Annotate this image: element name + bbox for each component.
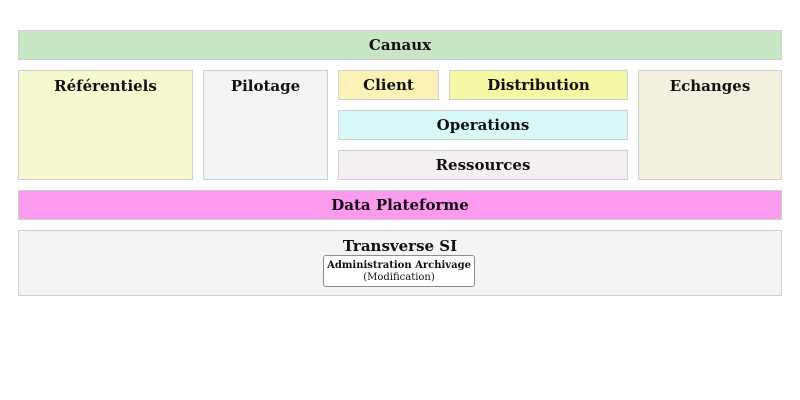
ressources-label: Ressources: [435, 156, 531, 174]
echanges-label: Echanges: [669, 77, 751, 95]
transverse-si-label: Transverse SI: [342, 237, 458, 255]
administration-archivage-note: (Modification): [363, 272, 435, 283]
operations-block: Operations: [338, 110, 628, 140]
referentiels-block: Référentiels: [18, 70, 193, 180]
canaux-block: Canaux: [18, 30, 782, 60]
operations-label: Operations: [436, 116, 530, 134]
echanges-block: Echanges: [638, 70, 782, 180]
canaux-label: Canaux: [368, 36, 432, 54]
referentiels-label: Référentiels: [54, 77, 157, 95]
distribution-label: Distribution: [487, 76, 590, 94]
transverse-si-block: Transverse SI Administration Archivage (…: [18, 230, 782, 296]
data-plateforme-block: Data Plateforme: [18, 190, 782, 220]
data-plateforme-label: Data Plateforme: [331, 196, 469, 214]
ressources-block: Ressources: [338, 150, 628, 180]
pilotage-label: Pilotage: [230, 77, 301, 95]
administration-archivage-title: Administration Archivage: [327, 260, 471, 271]
pilotage-block: Pilotage: [203, 70, 328, 180]
administration-archivage-box: Administration Archivage (Modification): [323, 255, 475, 287]
client-label: Client: [363, 76, 414, 94]
distribution-block: Distribution: [449, 70, 628, 100]
client-block: Client: [338, 70, 439, 100]
